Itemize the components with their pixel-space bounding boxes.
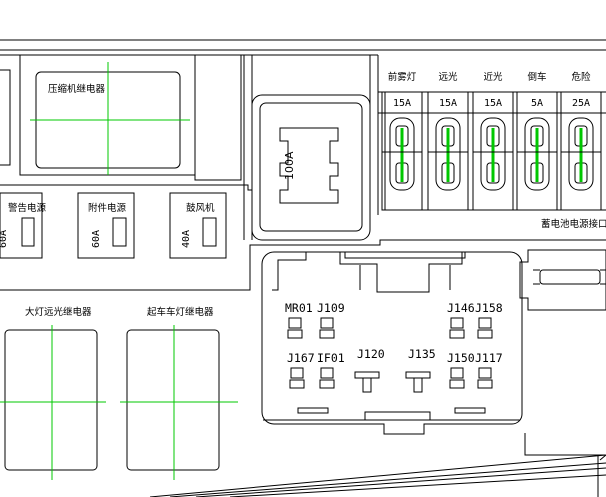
top-fuse-body bbox=[381, 91, 423, 211]
pin-label: J167 bbox=[287, 351, 315, 365]
connector-pin-j109: J109 bbox=[317, 301, 345, 339]
pin-terminal-body bbox=[362, 377, 372, 393]
connector-pin-j150: J150 bbox=[447, 351, 475, 389]
top-fuse-body bbox=[427, 91, 469, 211]
top-fuse-body bbox=[560, 91, 602, 211]
partial-left-relay bbox=[0, 69, 11, 166]
top-fuse-rating: 15A bbox=[393, 98, 411, 109]
left-fuse-label-1: 警告电源 bbox=[8, 202, 47, 214]
pin-terminal-upper bbox=[450, 367, 464, 379]
connector-pin-j135: J135 bbox=[405, 347, 436, 393]
pin-label: J150 bbox=[447, 351, 475, 365]
pin-label: IF01 bbox=[317, 351, 345, 365]
compressor-relay-housing bbox=[19, 54, 242, 181]
connector-pin-if01: IF01 bbox=[317, 351, 345, 389]
pin-label: MR01 bbox=[285, 301, 313, 315]
pin-terminal-upper bbox=[478, 367, 492, 379]
top-fuse-1: 前雾灯 15A bbox=[381, 71, 423, 211]
top-fuse-row: 前雾灯 15A 远光 15A 近光 15A 倒车 5A 危险 25A bbox=[381, 71, 602, 211]
connector-pin-j146: J146 bbox=[447, 301, 475, 339]
pin-terminal-upper bbox=[320, 317, 334, 329]
pin-terminal-lower bbox=[319, 329, 335, 339]
pin-terminal-lower bbox=[449, 329, 465, 339]
pin-terminal-upper bbox=[290, 367, 304, 379]
frame-lines bbox=[0, 39, 606, 497]
pin-terminal-lower bbox=[289, 379, 305, 389]
pin-label: J158 bbox=[475, 301, 503, 315]
pin-terminal-upper bbox=[450, 317, 464, 329]
centerlines bbox=[0, 62, 238, 480]
left-fuse-row bbox=[0, 192, 227, 259]
pin-label: J120 bbox=[357, 347, 385, 361]
top-fuse-label: 前雾灯 bbox=[388, 71, 417, 83]
connector-pin-mr01: MR01 bbox=[285, 301, 313, 339]
main-fuse-100a bbox=[251, 94, 371, 241]
central-connector bbox=[261, 251, 523, 435]
top-fuse-4: 倒车 5A bbox=[516, 71, 558, 211]
top-fuse-rating: 15A bbox=[439, 98, 457, 109]
pin-label: J109 bbox=[317, 301, 345, 315]
relay-housings-bottom bbox=[4, 329, 220, 471]
left-fuse-rating-2: 60A bbox=[91, 230, 102, 248]
connector-pin-j158: J158 bbox=[475, 301, 503, 339]
left-fuse-rating-1: 60A bbox=[0, 230, 9, 248]
connector-pin-j167: J167 bbox=[287, 351, 315, 389]
pin-label: J117 bbox=[475, 351, 503, 365]
top-fuse-2: 远光 15A bbox=[427, 71, 469, 211]
top-fuse-blade bbox=[389, 117, 415, 191]
connector-pin-j120: J120 bbox=[354, 347, 385, 393]
top-fuse-label: 远光 bbox=[438, 71, 458, 83]
top-fuse-label: 危险 bbox=[571, 71, 591, 83]
pin-label: J146 bbox=[447, 301, 475, 315]
pin-terminal-head bbox=[405, 371, 431, 379]
top-fuse-body bbox=[472, 91, 514, 211]
battery-connector-label: 蓄电池电源接口 bbox=[541, 218, 606, 230]
pin-terminal-lower bbox=[477, 379, 493, 389]
connector-pin-j117: J117 bbox=[475, 351, 503, 389]
top-fuse-rating: 15A bbox=[484, 98, 502, 109]
pin-terminal-lower bbox=[319, 379, 335, 389]
top-fuse-body bbox=[516, 91, 558, 211]
left-fuse-label-3: 鼓风机 bbox=[186, 202, 215, 214]
pin-terminal-head bbox=[354, 371, 380, 379]
compressor-relay-label: 压缩机继电器 bbox=[48, 83, 106, 95]
top-fuse-3: 近光 15A bbox=[472, 71, 514, 211]
top-fuse-rating: 25A bbox=[572, 98, 590, 109]
headlight-relay-label: 大灯远光继电器 bbox=[25, 306, 92, 318]
top-fuse-label: 近光 bbox=[483, 71, 503, 83]
top-fuse-label: 倒车 bbox=[527, 71, 546, 83]
left-fuse-label-2: 附件电源 bbox=[88, 202, 127, 214]
top-fuse-blade bbox=[480, 117, 506, 191]
pin-terminal-lower bbox=[287, 329, 303, 339]
pin-terminal-body bbox=[413, 377, 423, 393]
top-fuse-blade bbox=[524, 117, 550, 191]
left-fuse-rating-3: 40A bbox=[181, 230, 192, 248]
battery-connector bbox=[519, 249, 606, 311]
pin-terminal-lower bbox=[449, 379, 465, 389]
top-fuse-blade bbox=[435, 117, 461, 191]
top-fuse-blade bbox=[568, 117, 594, 191]
top-fuse-5: 危险 25A bbox=[560, 71, 602, 211]
top-fuse-rating: 5A bbox=[531, 98, 543, 109]
reverse-relay-label: 起车车灯继电器 bbox=[147, 306, 214, 318]
pin-terminal-upper bbox=[288, 317, 302, 329]
pin-label: J135 bbox=[408, 347, 436, 361]
pin-terminal-lower bbox=[477, 329, 493, 339]
main-fuse-rating: 100A bbox=[283, 151, 296, 180]
pin-terminal-upper bbox=[478, 317, 492, 329]
pin-terminal-upper bbox=[320, 367, 334, 379]
